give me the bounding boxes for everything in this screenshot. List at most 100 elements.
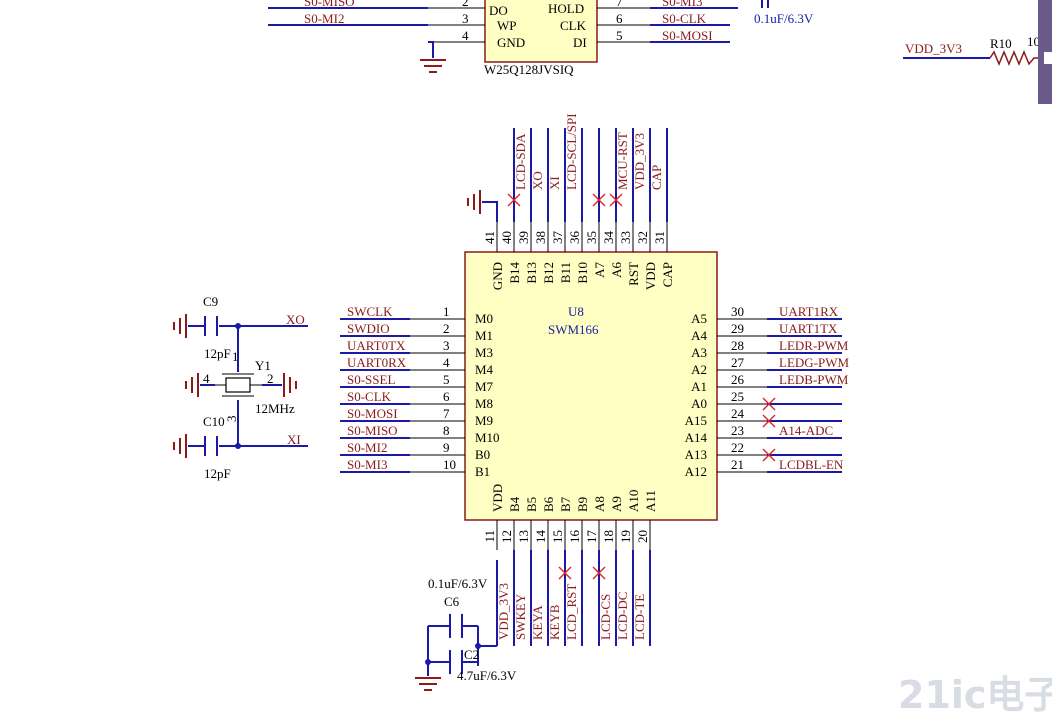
flash-pin-di-label: DI (573, 35, 587, 50)
mcu-pin-name: A3 (691, 345, 707, 360)
mcu-pin-name: B1 (475, 464, 490, 479)
mcu-pin-name: M10 (475, 430, 500, 445)
pullup-net-label: VDD_3V3 (905, 41, 962, 56)
crystal-pin-3: 3 (224, 416, 239, 423)
mcu-net-label: UART1RX (779, 304, 839, 319)
net-xo: XO (286, 312, 305, 327)
crystal-circuit: C9 12pF XO C10 12pF XI Y1 (173, 294, 308, 481)
mcu-pin-name: RST (626, 262, 641, 286)
mcu-net-label: XO (530, 171, 545, 190)
mcu-pin-number: 14 (533, 530, 548, 544)
mcu-pin-number: 20 (635, 530, 650, 543)
mcu-net-label: SWCLK (347, 304, 393, 319)
mcu-pin-number: 23 (731, 423, 744, 438)
mcu-net-label: LCD_RST (564, 584, 579, 640)
mcu-net-label: LCD-TE (632, 594, 647, 640)
c2-value: 4.7uF/6.3V (457, 668, 517, 683)
mcu-pin-name: A10 (626, 490, 641, 512)
ground-icon (173, 434, 187, 458)
mcu-bottom-pins: 11VDDVDD_3V312B4SWKEY13B5KEYA14B6KEYB15B… (482, 484, 658, 646)
flash-cap-value: 0.1uF/6.3V (754, 11, 814, 26)
mcu-pin-number: 13 (516, 530, 531, 543)
mcu-pin-number: 12 (499, 530, 514, 543)
flash-pin-hold-label: HOLD (548, 1, 584, 16)
mcu-pin-name: CAP (660, 262, 675, 287)
mcu-pin-name: VDD (490, 484, 505, 512)
flash-net-s0-mi3: S0-MI3 (662, 0, 702, 9)
pullup-resistor: VDD_3V3 R10 10K (903, 0, 1052, 104)
mcu-pin-number: 35 (584, 231, 599, 244)
mcu-net-label: S0-MI2 (347, 440, 387, 455)
no-connect-icon (558, 566, 572, 580)
mcu-pin-number: 40 (499, 231, 514, 244)
flash-part-name: W25Q128JVSIQ (484, 62, 574, 77)
mcu-pin-name: A7 (592, 262, 607, 278)
mcu-net-label: LEDG-PWM (779, 355, 849, 370)
mcu-pin-name: M8 (475, 396, 493, 411)
mcu-pin-number: 7 (443, 406, 450, 421)
mcu-pin-number: 37 (550, 231, 565, 245)
flash-net-s0-mosi: S0-MOSI (662, 28, 713, 43)
mcu-net-label: SWDIO (347, 321, 390, 336)
mcu-pin-name: M3 (475, 345, 493, 360)
flash-pin-do-label: DO (489, 3, 508, 18)
crystal-pin-2: 2 (267, 371, 274, 386)
mcu-net-label: LEDR-PWM (779, 338, 849, 353)
mcu-pin-name: B13 (524, 262, 539, 284)
mcu-pin-name: M1 (475, 328, 493, 343)
mcu-pin-number: 3 (443, 338, 450, 353)
flash-pin-clk-label: CLK (560, 18, 587, 33)
mcu-pin-name: B9 (575, 497, 590, 512)
mcu-net-label: LCD-SCL/SPI (564, 113, 579, 190)
flash-pin-num-7: 7 (616, 0, 623, 9)
mcu-pin-name: M0 (475, 311, 493, 326)
flash-pin-num-2: 2 (462, 0, 469, 9)
mcu-pin-name: B6 (541, 496, 556, 512)
mcu-pin-name: M7 (475, 379, 494, 394)
mcu-pin-name: B5 (524, 497, 539, 512)
c9-ref: C9 (203, 294, 218, 309)
crystal-pin-4: 4 (203, 371, 210, 386)
ground-icon (185, 373, 199, 397)
mcu-net-label: S0-MISO (347, 423, 398, 438)
mcu-pin-number: 41 (482, 231, 497, 244)
mcu-pin-name: B14 (507, 262, 522, 284)
c10-ref: C10 (203, 414, 225, 429)
mcu-pin-number: 22 (731, 440, 744, 455)
crystal-icon (225, 377, 251, 393)
mcu-pin-name: A1 (691, 379, 707, 394)
mcu-pin-number: 9 (443, 440, 450, 455)
mcu-pin-name: B10 (575, 262, 590, 284)
ground-icon (173, 314, 187, 338)
mcu-pin-number: 30 (731, 304, 744, 319)
mcu-pin-number: 26 (731, 372, 745, 387)
mcu-pin-number: 6 (443, 389, 450, 404)
flash-net-s0-mi2: S0-MI2 (304, 11, 344, 26)
mcu-pin-name: A11 (643, 490, 658, 512)
c6-value: 0.1uF/6.3V (428, 576, 488, 591)
ground-icon (420, 59, 446, 73)
mcu-pin-number: 29 (731, 321, 744, 336)
mcu-pin-number: 16 (567, 530, 582, 544)
c9-value: 12pF (204, 346, 231, 361)
mcu-pin-number: 10 (443, 457, 456, 472)
mcu-pin-number: 11 (482, 530, 497, 543)
mcu-pin-number: 5 (443, 372, 450, 387)
mcu-pin-number: 38 (533, 231, 548, 244)
mcu-body (464, 251, 718, 521)
mcu-net-label: UART0TX (347, 338, 406, 353)
mcu-pin-name: A13 (685, 447, 707, 462)
mcu-net-label: LCD-CS (598, 594, 613, 640)
mcu-pin-name: B4 (507, 496, 522, 512)
mcu-pin-number: 17 (584, 530, 599, 544)
flash-pin-num-3: 3 (462, 11, 469, 26)
mcu-net-label: CAP (649, 165, 664, 190)
mcu-pin-name: B7 (558, 496, 573, 512)
mcu-gnd-top (467, 190, 498, 222)
mcu-pin-number: 28 (731, 338, 744, 353)
flash-chip: DO WP GND HOLD CLK DI W25Q128JVSIQ 2 3 4… (268, 0, 814, 77)
flash-pin-wp-label: WP (497, 18, 517, 33)
